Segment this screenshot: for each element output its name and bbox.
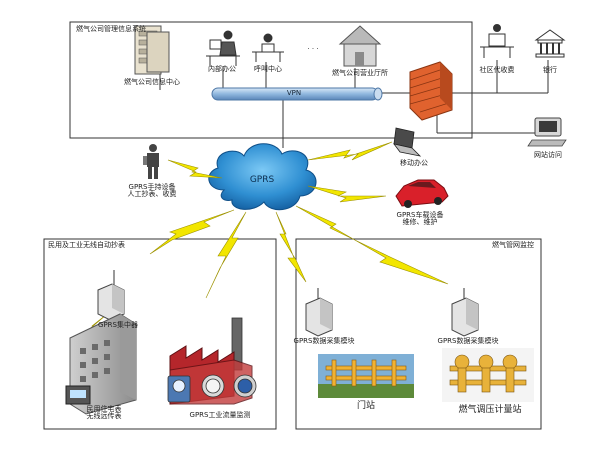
top-section-frame <box>69 21 473 139</box>
bolt-concentrator <box>149 209 235 255</box>
bolt-handheld <box>167 159 223 179</box>
module-right-label: GPRS数据采集模块 <box>437 337 499 345</box>
business-hall-icon <box>338 25 382 67</box>
data-center-server-icon <box>134 25 170 75</box>
bolt-module-right <box>295 205 449 285</box>
mobile-office-label: 移动办公 <box>400 159 428 167</box>
gate-station-photo <box>318 354 414 398</box>
web-access-label: 网站访问 <box>534 151 562 159</box>
handheld-label: GPRS手持设备 人工抄表、收费 <box>127 183 177 198</box>
vehicle-label: GPRS车载设备 维修、维护 <box>396 211 444 226</box>
bottom-left-title: 民用及工业无线自动抄表 <box>48 241 125 249</box>
handheld-operator-icon <box>143 144 159 179</box>
connector-lines <box>159 60 549 148</box>
business-hall-label: 燃气公司营业厅所 <box>332 69 388 77</box>
community-service-icon <box>480 24 514 58</box>
gprs-label: GPRS <box>249 175 275 185</box>
call-center-label: 呼叫中心 <box>254 65 282 73</box>
module-left-label: GPRS数据采集模块 <box>293 337 355 345</box>
data-center-label: 燃气公司信息中心 <box>124 78 180 86</box>
concentrator-label: GPRS集中器 <box>98 321 138 329</box>
firewall-icon <box>409 61 453 121</box>
industrial-meters-icon <box>167 374 257 403</box>
bank-label: 银行 <box>543 66 557 74</box>
web-access-computer-icon <box>527 117 567 147</box>
community-service-label: 社区代收费 <box>479 66 515 74</box>
gate-station-label: 门站 <box>356 401 376 411</box>
bolt-vehicle <box>307 185 387 203</box>
service-vehicle-icon <box>395 179 449 208</box>
gprs-cloud <box>208 143 317 211</box>
vpn-tunnel <box>211 87 383 101</box>
bottom-left-frame <box>43 238 277 430</box>
internal-office-label: 内部办公 <box>208 65 236 73</box>
residential-meter-label: 民用住宅表 无线远传表 <box>86 405 122 420</box>
mobile-office-laptop-icon <box>393 127 422 157</box>
regulator-station-label: 燃气调压计量站 <box>458 405 522 415</box>
data-module-right-icon <box>451 288 479 337</box>
call-center-icon <box>252 33 284 62</box>
regulator-station-photo <box>442 348 534 402</box>
gprs-concentrator-icon <box>97 270 125 321</box>
data-module-left-icon <box>305 288 333 337</box>
bank-icon <box>534 29 566 58</box>
ellipsis-label: · · · <box>307 45 319 53</box>
top-section-title: 燃气公司管理信息系统 <box>76 25 146 33</box>
bolt-industrial <box>205 211 247 299</box>
internal-office-icon <box>206 30 240 66</box>
bottom-right-frame <box>295 238 542 430</box>
industrial-meter-label: GPRS工业流量监测 <box>189 411 251 419</box>
bolt-module-left <box>275 211 307 283</box>
residential-building-icon <box>65 313 137 415</box>
bolt-mobile-office <box>307 141 393 161</box>
bottom-right-title: 燃气管网监控 <box>492 241 534 249</box>
vpn-label: VPN <box>286 89 302 97</box>
